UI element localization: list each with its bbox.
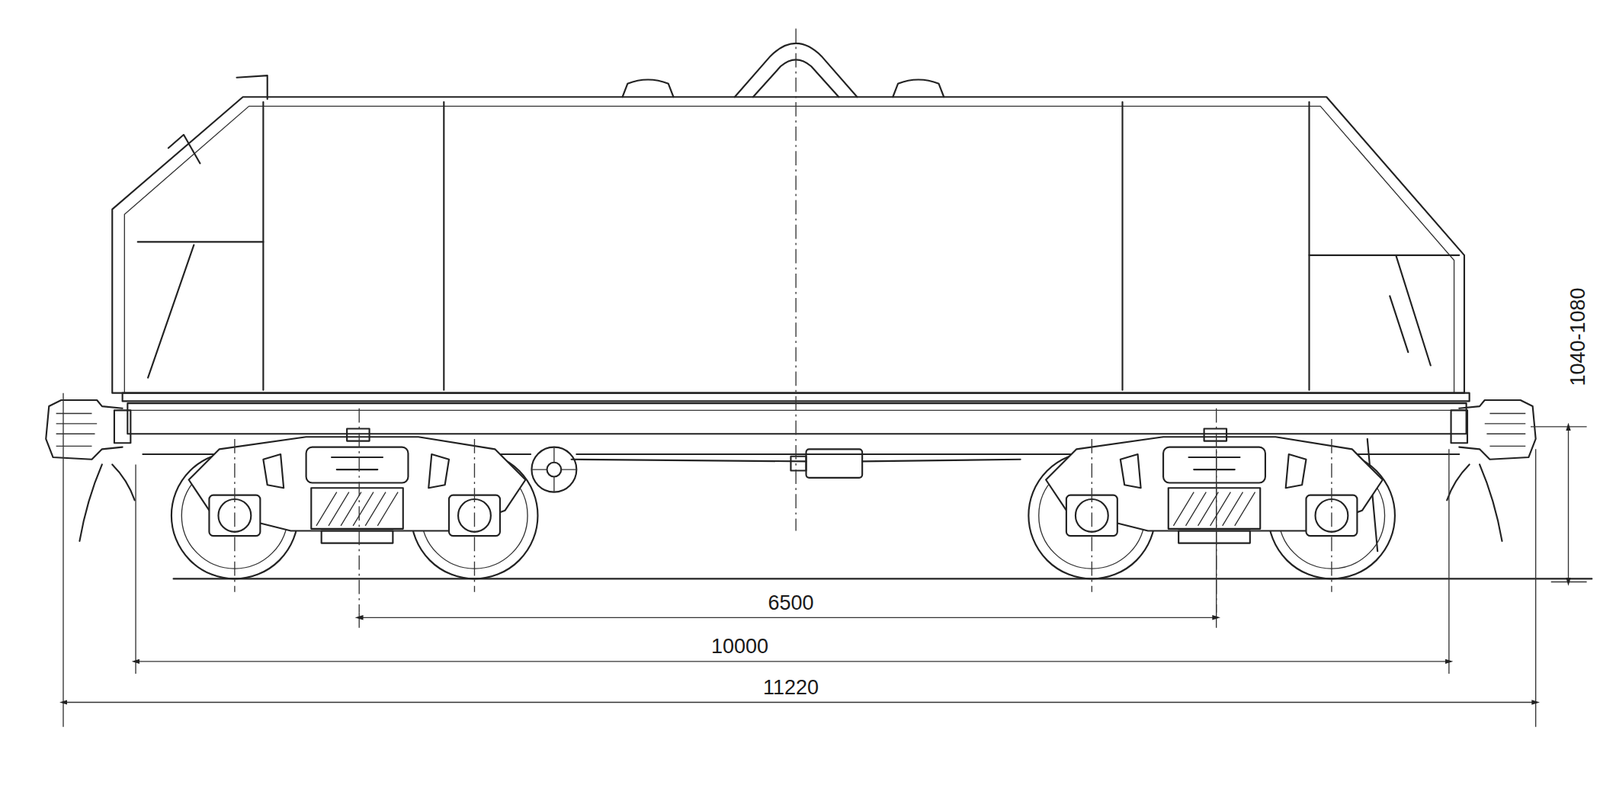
dimension-line bbox=[359, 617, 1216, 619]
hatch-cover bbox=[622, 79, 674, 97]
rail-line bbox=[173, 577, 1593, 580]
body-post bbox=[262, 102, 1309, 391]
brake-valve bbox=[790, 456, 806, 472]
body-outline bbox=[112, 96, 1465, 393]
end-platform bbox=[237, 75, 268, 100]
end-slope bbox=[1308, 255, 1459, 366]
brake-rod bbox=[571, 459, 1021, 462]
dimension-label: 1040-1080 bbox=[1567, 285, 1588, 388]
hand-brake-hub bbox=[547, 462, 562, 478]
brake-cylinder bbox=[806, 448, 863, 478]
dimension-line bbox=[63, 702, 1536, 703]
hand-brake-spoke bbox=[531, 447, 577, 493]
hatch-cover bbox=[892, 79, 944, 97]
sill-flange bbox=[127, 410, 1466, 411]
dimension-label: 11220 bbox=[760, 677, 821, 699]
center-sill bbox=[127, 403, 1466, 434]
bogie bbox=[171, 408, 539, 613]
dimension-label: 6500 bbox=[765, 593, 816, 614]
hand-brake-wheel bbox=[531, 447, 577, 493]
extension-line bbox=[63, 393, 1536, 728]
end-slope bbox=[137, 241, 264, 378]
end-ladder bbox=[168, 134, 200, 164]
bogie bbox=[1028, 408, 1395, 613]
extension-line bbox=[1530, 426, 1588, 583]
dimension-label: 10000 bbox=[708, 636, 771, 658]
coupler bbox=[45, 400, 135, 542]
car-body bbox=[112, 43, 1469, 401]
body-inner-outline bbox=[124, 105, 1454, 393]
dimension-line bbox=[135, 660, 1450, 662]
coupler bbox=[1446, 400, 1536, 542]
dimension-lines bbox=[63, 393, 1588, 728]
car-center-line bbox=[795, 28, 796, 532]
dimension-line bbox=[1567, 426, 1569, 583]
